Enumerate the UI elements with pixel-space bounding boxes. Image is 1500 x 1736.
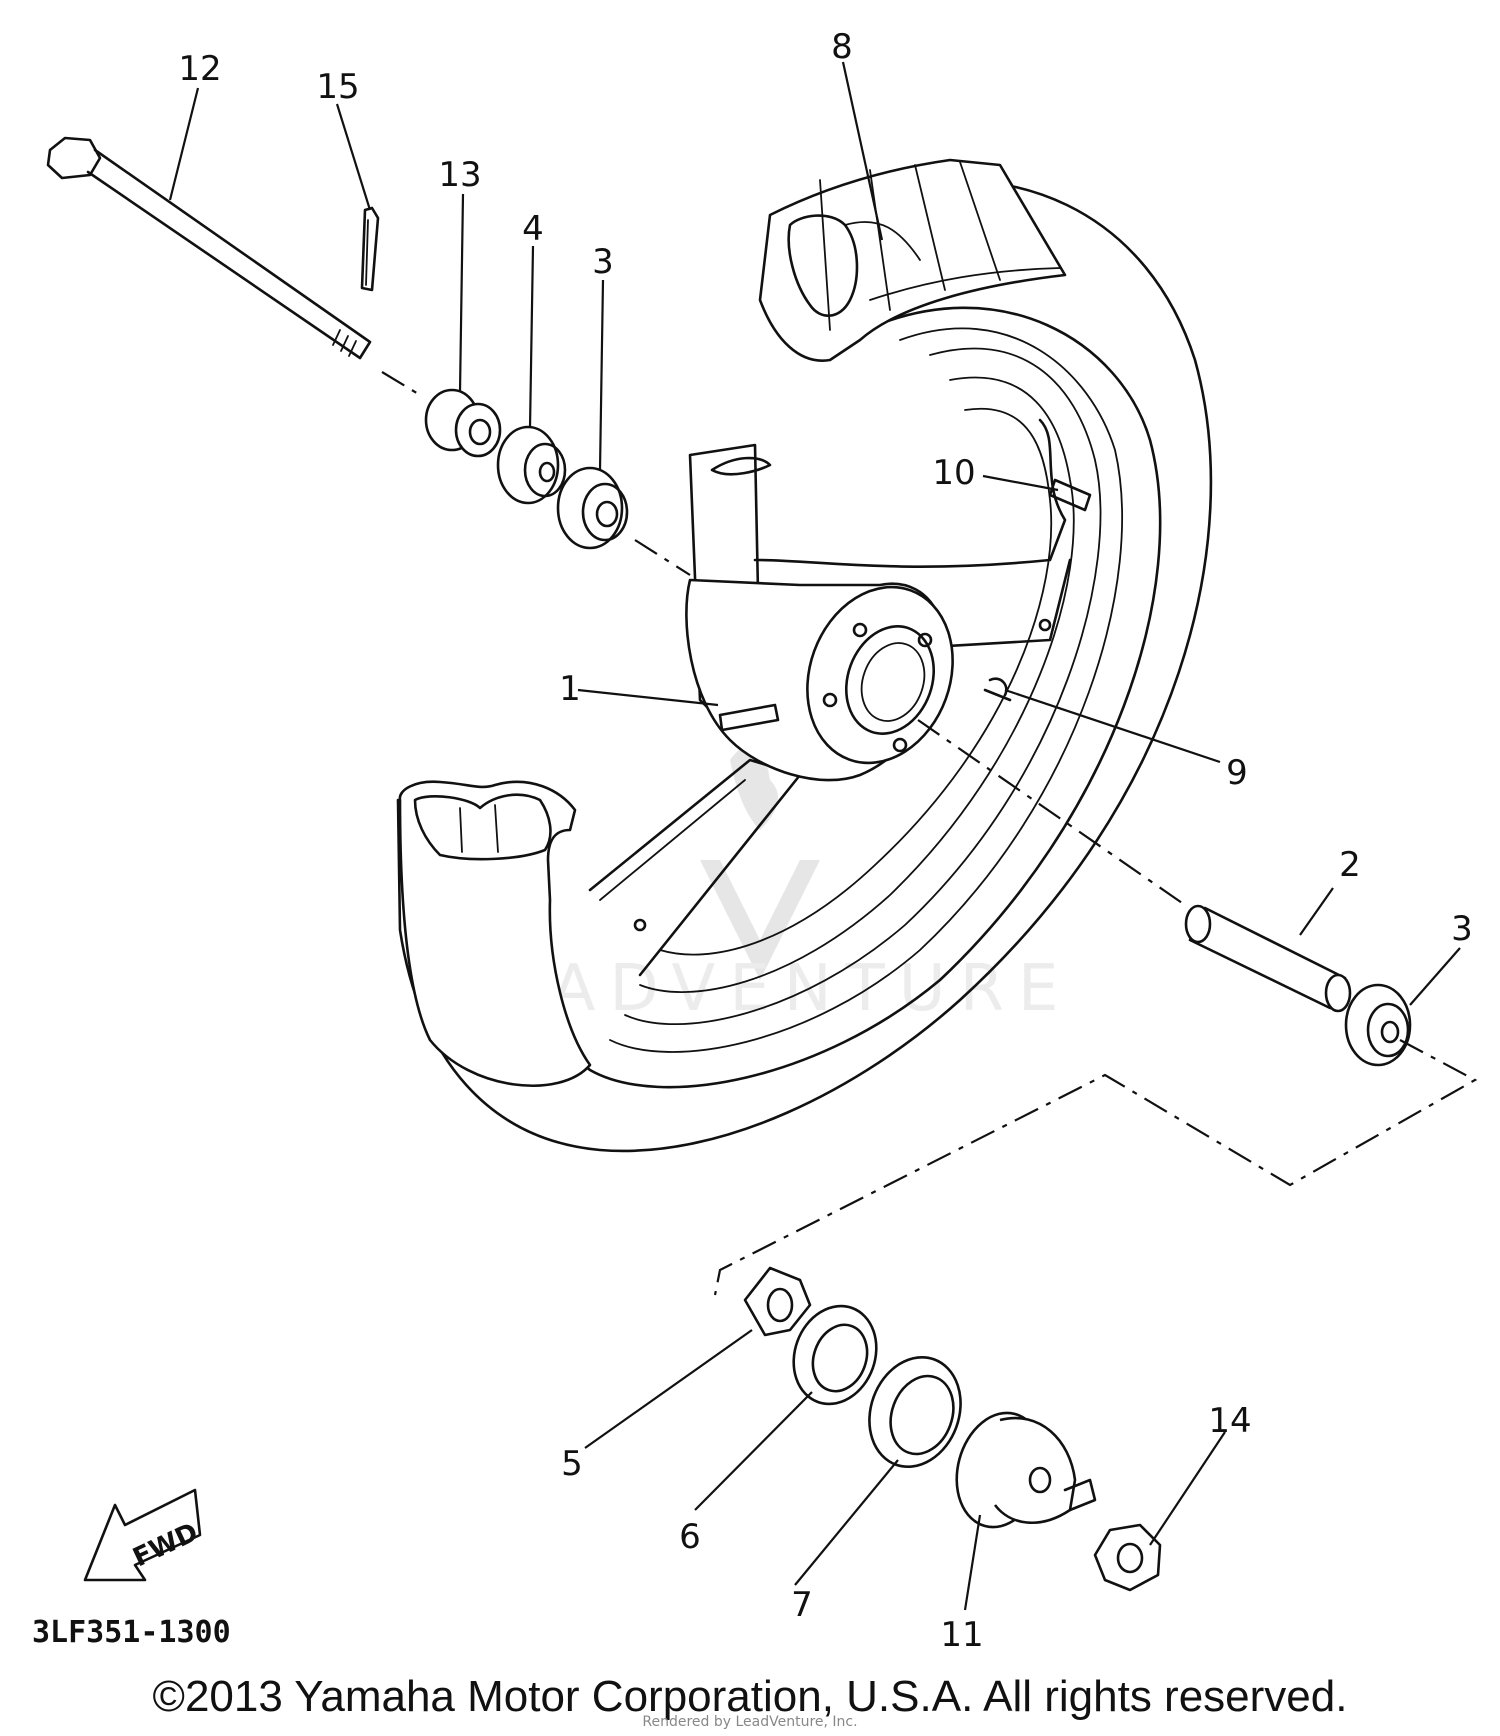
meter-gear-assembly <box>955 1411 1097 1529</box>
callout-9: 9 <box>1226 753 1248 793</box>
axle-nut <box>1093 1523 1162 1592</box>
callout-1: 1 <box>559 669 581 709</box>
rendered-by-notice: Rendered by LeadVenture, Inc. <box>642 1714 858 1730</box>
diagram-code: 3LF351-1300 <box>32 1615 231 1650</box>
leader-lines <box>168 61 1461 1611</box>
spacer <box>1184 904 1352 1013</box>
callout-14: 14 <box>1208 1401 1251 1441</box>
clutch-retainer <box>743 1266 812 1337</box>
cotter-pin <box>360 206 380 292</box>
bearing-lower <box>1344 983 1412 1067</box>
callout-10: 10 <box>932 453 975 493</box>
wheel-axle <box>46 136 372 360</box>
callout-12: 12 <box>178 49 221 89</box>
callout-8: 8 <box>831 27 853 67</box>
oil-seal-6 <box>792 1304 878 1406</box>
callout-7: 7 <box>791 1585 813 1625</box>
callout-11: 11 <box>940 1615 983 1655</box>
callout-6: 6 <box>679 1517 701 1557</box>
copyright-notice: ©2013 Yamaha Motor Corporation, U.S.A. A… <box>152 1672 1348 1721</box>
cast-wheel <box>396 158 1213 1153</box>
oil-seal-upper <box>496 425 567 505</box>
collar <box>424 388 502 458</box>
callout-5: 5 <box>561 1444 583 1484</box>
bearing-upper <box>556 466 629 550</box>
oil-seal-7 <box>868 1355 962 1469</box>
callout-2: 2 <box>1339 845 1361 885</box>
callout-3-upper: 3 <box>592 242 614 282</box>
fwd-arrow-icon: FWD <box>83 1488 203 1582</box>
callout-13: 13 <box>438 155 481 195</box>
callout-3-lower: 3 <box>1451 909 1473 949</box>
callout-numbers: 12 15 13 4 3 8 10 1 9 2 3 14 5 6 7 11 <box>178 27 1472 1655</box>
callout-4: 4 <box>522 209 544 249</box>
callout-15: 15 <box>316 67 359 107</box>
assembly-center-lines <box>381 371 1478 1296</box>
